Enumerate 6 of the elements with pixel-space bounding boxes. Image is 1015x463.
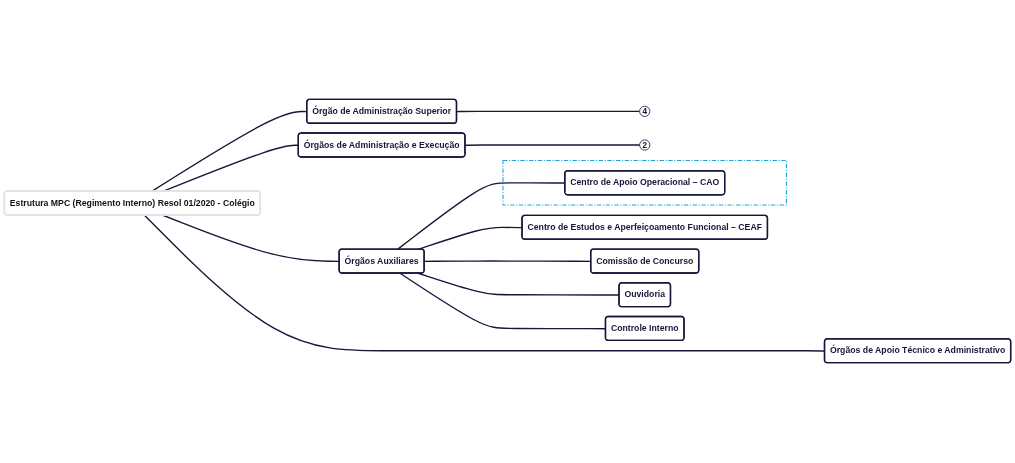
node-text: Estrutura MPC (Regimento Interno) Resol 01/2020 - Colégio xyxy=(9,198,255,208)
node-circle: 4 xyxy=(639,106,651,118)
connector xyxy=(456,111,641,113)
connector xyxy=(464,144,641,147)
node-circle: 2 xyxy=(639,139,651,152)
cluster xyxy=(502,160,787,207)
